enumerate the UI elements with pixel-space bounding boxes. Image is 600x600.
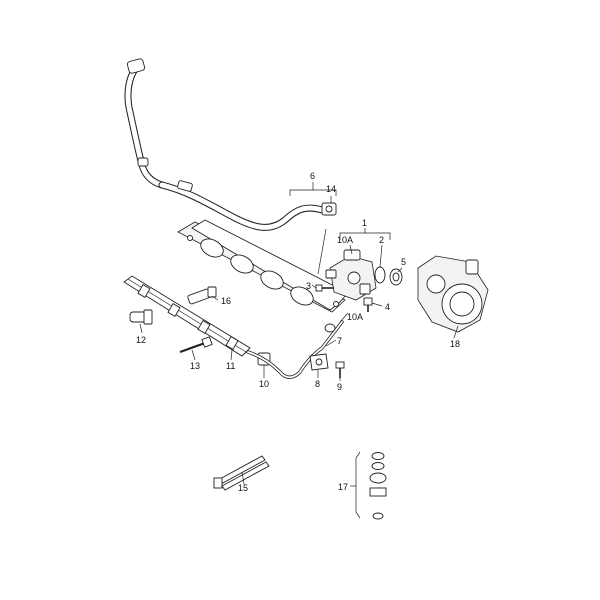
callout-14: 14 (326, 184, 336, 194)
o-ring (374, 266, 386, 284)
cable-ties (213, 455, 270, 491)
callout-2: 2 (379, 235, 384, 245)
bolt-4 (363, 297, 373, 312)
callout-1: 1 (362, 218, 367, 228)
callout-17: 17 (338, 482, 348, 492)
callout-16: 16 (221, 296, 231, 306)
callout-5: 5 (401, 257, 406, 267)
seal-kit (355, 451, 387, 520)
callout-labels: 1 2 3 4 5 6 7 8 9 10 10A 10A 11 12 13 14… (136, 171, 460, 493)
high-pressure-pump (325, 249, 377, 301)
high-pressure-pipe (246, 320, 344, 379)
sensor-12 (129, 309, 153, 325)
callout-13: 13 (190, 361, 200, 371)
callout-11: 11 (226, 361, 235, 371)
vacuum-pump (417, 255, 489, 333)
pressure-sensor (187, 286, 217, 305)
callout-12: 12 (136, 335, 146, 345)
bolt-9 (335, 361, 345, 378)
hose-connector (321, 202, 337, 216)
callout-9: 9 (337, 382, 342, 392)
callout-18: 18 (450, 339, 460, 349)
callout-10a-mid: 10A (347, 312, 363, 322)
intake-manifold-flange (177, 219, 349, 313)
bolt-13 (179, 336, 213, 354)
callout-15: 15 (238, 483, 248, 493)
callout-7: 7 (337, 336, 342, 346)
callout-4: 4 (385, 302, 390, 312)
roller-tappet (389, 268, 403, 286)
callout-3: 3 (306, 281, 311, 291)
leader-lines (139, 182, 459, 487)
callout-8: 8 (315, 379, 320, 389)
fuel-hose (124, 58, 326, 231)
bracket-8 (309, 353, 329, 371)
callout-6: 6 (310, 171, 315, 181)
callout-10: 10 (259, 379, 269, 389)
callout-10a-top: 10A (337, 235, 353, 245)
fuel-rail (123, 275, 251, 357)
